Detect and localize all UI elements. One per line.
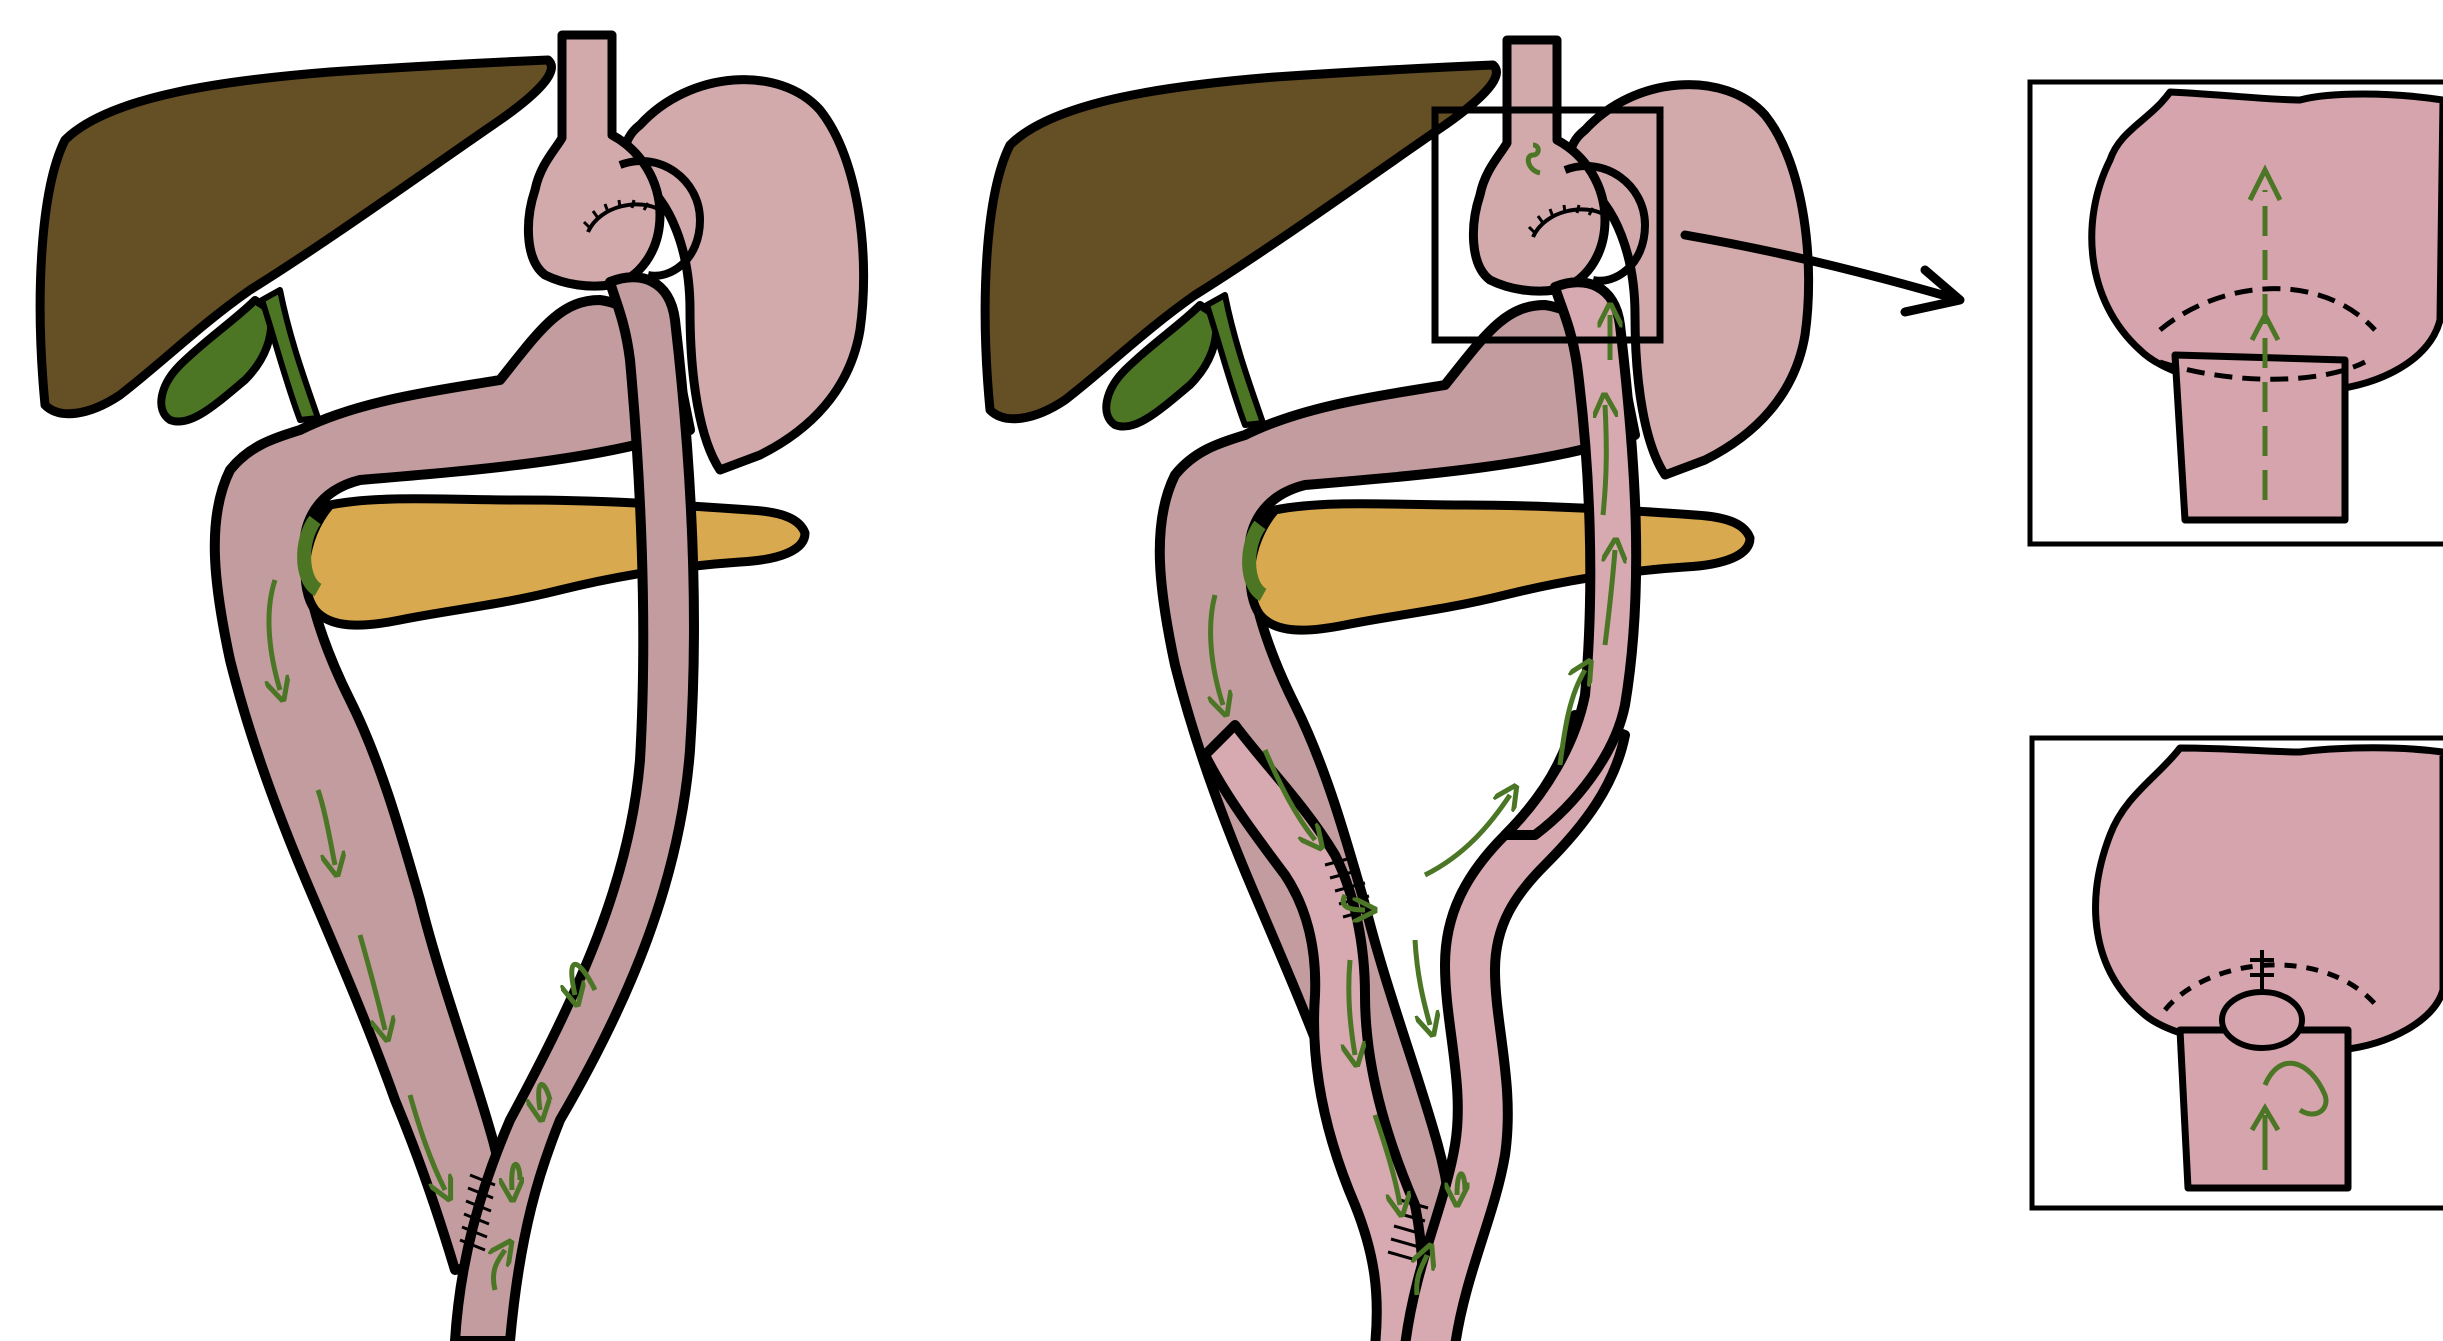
inset-bottom-stoma (2222, 992, 2302, 1048)
inset-bottom (2032, 738, 2443, 1208)
left-figure (40, 35, 863, 1341)
crossing-limb-b (1405, 715, 1625, 1341)
inset-top (2030, 82, 2443, 544)
